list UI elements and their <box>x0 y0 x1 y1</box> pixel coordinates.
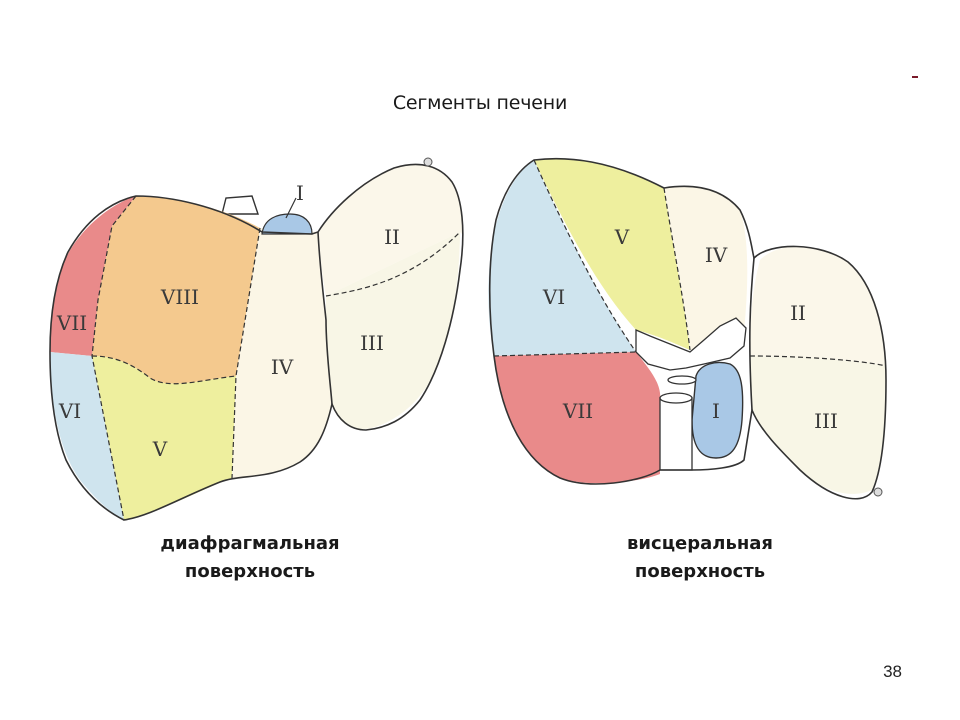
vena-cava-top <box>659 392 693 404</box>
page-number: 38 <box>883 662 902 681</box>
label-right-iii: III <box>814 409 838 433</box>
segment-ii-left <box>318 164 463 296</box>
slide-title: Сегменты печени <box>392 92 568 114</box>
label-left-vii: VII <box>56 311 87 335</box>
segment-ii-right <box>750 246 886 366</box>
ligament-stub-right <box>873 487 883 497</box>
label-left-iii: III <box>360 331 384 355</box>
label-right-vii: VII <box>562 399 593 423</box>
divider-left-lobe <box>325 231 461 297</box>
caption-visceral-line2: поверхность <box>634 561 766 582</box>
porta-hepatis <box>635 317 747 371</box>
divider-v-vi <box>533 159 637 353</box>
segment-v-left <box>92 356 236 520</box>
label-left-ii: II <box>384 225 400 249</box>
label-left-iv: IV <box>271 355 294 379</box>
diaphragmatic-outline <box>49 163 464 521</box>
caption-diaphragmatic-line1: диафрагмальная <box>160 533 340 554</box>
segment-v-right <box>534 158 690 350</box>
divider-ii-iii <box>749 355 887 367</box>
label-left-viii: VIII <box>160 285 199 309</box>
segment-i-right <box>691 361 744 459</box>
diaphragmatic-liver: I II III IV V VI VII VIII <box>49 157 464 521</box>
vessel-ring <box>667 375 697 385</box>
segment-vi-right <box>488 160 636 356</box>
caption-diaphragmatic: диафрагмальная поверхность <box>140 530 360 586</box>
divider-right-lateral <box>91 195 137 521</box>
segment-i-pointer <box>285 197 297 219</box>
label-right-vi: VI <box>542 285 565 309</box>
fissure-left <box>749 257 755 411</box>
falciform-line <box>317 231 333 405</box>
segment-i-left <box>261 213 313 235</box>
segment-viii <box>92 196 260 384</box>
caption-diaphragmatic-line2: поверхность <box>184 561 316 582</box>
visceral-outline <box>488 157 887 500</box>
label-left-i: I <box>296 181 304 205</box>
vessel-stub <box>221 195 259 215</box>
corner-mark <box>912 76 918 78</box>
label-right-v: V <box>614 225 630 249</box>
divider-iv-v <box>663 187 691 351</box>
segment-iii-left <box>326 232 460 429</box>
segment-vii-right <box>494 352 661 484</box>
visceral-liver: I II III IV V VI VII <box>488 157 887 500</box>
ligament-stub <box>423 157 433 167</box>
segment-vii-left <box>50 196 136 356</box>
caption-visceral: висцеральная поверхность <box>590 530 810 586</box>
segment-iii-right <box>750 356 887 494</box>
label-left-v: V <box>152 437 168 461</box>
caption-visceral-line1: висцеральная <box>627 533 773 554</box>
segment-vi-left <box>50 352 124 520</box>
divider-main-fissure <box>231 227 261 479</box>
label-right-i: I <box>712 399 720 423</box>
label-left-vi: VI <box>58 399 81 423</box>
divider-horizontal-right <box>91 355 237 385</box>
segment-iv-left <box>232 228 332 478</box>
label-right-ii: II <box>790 301 806 325</box>
vena-cava <box>659 397 693 471</box>
label-right-iv: IV <box>705 243 728 267</box>
